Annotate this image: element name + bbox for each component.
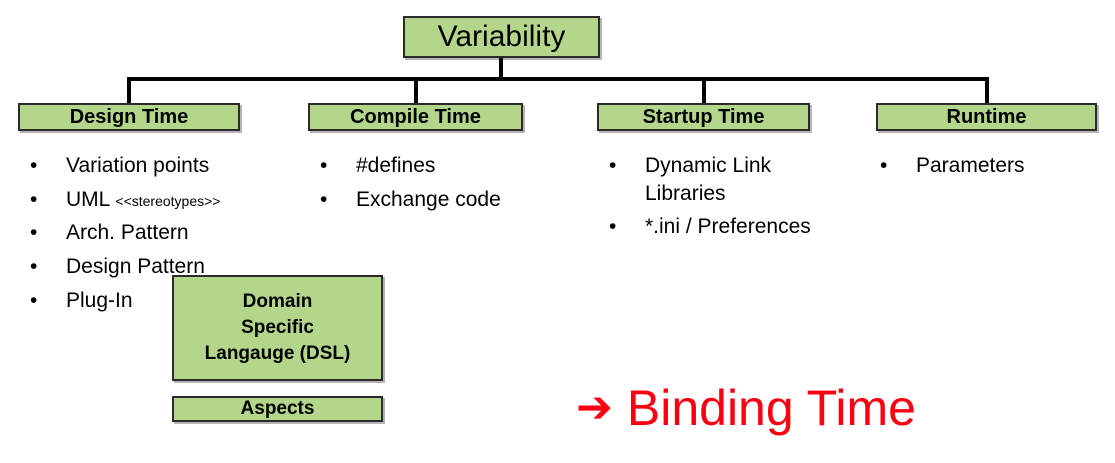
right-arrow-icon: ➔ — [576, 382, 613, 433]
bullet-list-compile-time: • #defines • Exchange code — [320, 152, 560, 219]
list-item-text: Arch. Pattern — [66, 221, 189, 245]
connector-horizontal-bus — [127, 77, 987, 81]
connector-drop-design-time — [127, 77, 131, 105]
node-dsl-line-2: Specific — [241, 316, 314, 338]
bullet-icon: • — [30, 221, 38, 245]
bullet-icon: • — [30, 187, 38, 211]
bullet-list-startup-time: • Dynamic Link Libraries • *.ini / Prefe… — [609, 152, 879, 247]
node-runtime-label: Runtime — [946, 105, 1027, 128]
node-dsl-line-3: Langauge (DSL) — [204, 343, 351, 365]
connector-root-stem — [499, 58, 503, 81]
bullet-icon: • — [609, 215, 617, 239]
bullet-icon: • — [880, 154, 888, 177]
node-design-time-label: Design Time — [69, 105, 189, 128]
list-item-text-main: UML — [66, 187, 116, 211]
node-variability: Variability — [403, 16, 600, 58]
bullet-icon: • — [30, 255, 38, 279]
node-design-time: Design Time — [18, 103, 240, 131]
bullet-icon: • — [30, 288, 38, 312]
list-item-text: Plug-In — [66, 288, 133, 312]
binding-time-label: Binding Time — [626, 380, 916, 436]
list-item: • Plug-In — [30, 287, 300, 315]
list-item: • Dynamic Link Libraries — [609, 152, 879, 207]
list-item: • Parameters — [880, 152, 1105, 180]
list-item-text: Parameters — [916, 154, 1025, 177]
bullet-icon: • — [30, 154, 38, 177]
bullet-list-design-time: • Variation points • UML <<stereotypes>>… — [30, 152, 300, 321]
bullet-list-runtime: • Parameters — [880, 152, 1105, 186]
list-item-text: #defines — [356, 154, 436, 177]
connector-drop-startup-time — [702, 77, 706, 105]
connector-drop-compile-time — [414, 77, 418, 105]
bullet-icon: • — [320, 187, 328, 211]
list-item: • #defines — [320, 152, 560, 180]
node-startup-time: Startup Time — [597, 103, 810, 131]
node-variability-label: Variability — [437, 20, 566, 53]
bullet-icon: • — [609, 154, 617, 177]
list-item-text: Dynamic Link Libraries — [645, 154, 772, 205]
list-item: • Variation points — [30, 152, 300, 180]
list-item: • *.ini / Preferences — [609, 213, 879, 241]
connector-drop-runtime — [985, 77, 989, 105]
list-item: • UML <<stereotypes>> — [30, 186, 300, 214]
node-startup-time-label: Startup Time — [642, 105, 765, 128]
list-item-text: *.ini / Preferences — [645, 215, 811, 239]
list-item: • Exchange code — [320, 186, 560, 214]
node-compile-time-label: Compile Time — [350, 105, 481, 128]
node-compile-time: Compile Time — [308, 103, 523, 131]
list-item-text: Design Pattern — [66, 255, 205, 279]
node-aspects: Aspects — [172, 396, 383, 422]
node-domain-specific-language: Domain Specific Langauge (DSL) — [172, 275, 383, 381]
list-item: • Arch. Pattern — [30, 219, 300, 247]
node-aspects-label: Aspects — [240, 398, 315, 419]
list-item-text: Exchange code — [356, 187, 501, 211]
node-runtime: Runtime — [876, 103, 1097, 131]
stereotype-tag: <<stereotypes>> — [115, 192, 221, 209]
list-item-text: Variation points — [66, 154, 210, 177]
node-dsl-line-1: Domain — [242, 290, 313, 312]
list-item: • Design Pattern — [30, 253, 300, 281]
bullet-icon: • — [320, 154, 328, 177]
binding-time-callout: ➔ Binding Time — [576, 383, 916, 433]
list-item-text: UML <<stereotypes>> — [66, 186, 300, 214]
